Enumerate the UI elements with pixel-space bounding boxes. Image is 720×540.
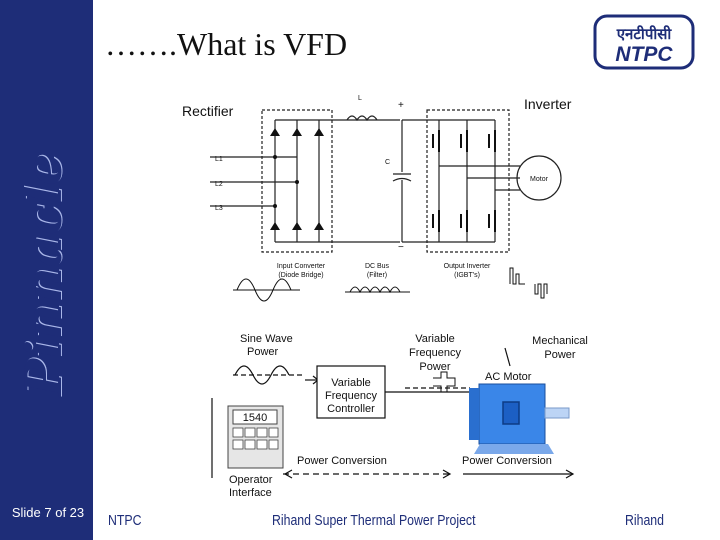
vfc-label-3: Controller bbox=[327, 403, 375, 415]
output-inverter-sublabel: (IGBT's) bbox=[454, 272, 480, 279]
mechanical-power-sublabel: Power bbox=[544, 349, 576, 361]
ac-motor-label: AC Motor bbox=[485, 371, 532, 383]
rectifier-diodes bbox=[270, 128, 324, 230]
operator-interface-label: Operator bbox=[229, 474, 273, 486]
minus-sign: − bbox=[398, 242, 404, 253]
brand-wordmark: Pinnacle bbox=[14, 153, 73, 397]
power-conversion-label-1: Power Conversion bbox=[297, 455, 387, 467]
input-converter-label: Input Converter bbox=[277, 263, 326, 270]
display-value: 1540 bbox=[243, 412, 267, 424]
vfc-label-1: Variable bbox=[331, 377, 371, 389]
variable-frequency-power-label-1: Variable bbox=[415, 333, 455, 345]
plus-sign: + bbox=[398, 100, 404, 111]
line-l3-label: L3 bbox=[215, 205, 223, 212]
footer-left: NTPC bbox=[108, 512, 142, 529]
vfd-diagram: L C + − L1 L2 L3 Motor Input Converter (… bbox=[210, 95, 588, 499]
sine-wave-power-sublabel: Power bbox=[247, 346, 279, 358]
logo-hindi-text: एनटीपीसी bbox=[616, 25, 673, 43]
slide-number: Slide 7 of 23 bbox=[11, 505, 85, 520]
inverter-label: Inverter bbox=[524, 96, 572, 112]
sidebar: Slide 7 of 23 bbox=[0, 0, 93, 540]
footer-center: Rihand Super Thermal Power Project bbox=[272, 512, 476, 529]
ntpc-logo: एनटीपीसी NTPC bbox=[593, 14, 695, 70]
inverter-igbts bbox=[432, 130, 496, 232]
motor-label: Motor bbox=[530, 176, 549, 183]
operator-interface-sublabel: Interface bbox=[229, 487, 272, 499]
line-l2-label: L2 bbox=[215, 181, 223, 188]
sine-wave-power-label: Sine Wave bbox=[240, 333, 293, 345]
vfc-label-2: Frequency bbox=[325, 390, 377, 402]
input-converter-sublabel: (Diode Bridge) bbox=[278, 272, 323, 279]
logo-text: NTPC bbox=[615, 43, 673, 66]
rectifier-label: Rectifier bbox=[182, 103, 234, 119]
circuit-schematic bbox=[210, 109, 562, 253]
inductor-label: L bbox=[358, 95, 362, 102]
waveforms bbox=[233, 267, 548, 302]
footer-right: Rihand bbox=[625, 512, 664, 529]
capacitor-label: C bbox=[385, 159, 390, 166]
line-l1-label: L1 bbox=[215, 156, 223, 163]
dc-bus-label: DC Bus bbox=[365, 263, 390, 270]
slide-title: …….What is VFD bbox=[105, 26, 348, 62]
output-inverter-label: Output Inverter bbox=[444, 263, 491, 270]
mechanical-power-label: Mechanical bbox=[532, 335, 588, 347]
dc-bus-sublabel: (Filter) bbox=[367, 272, 387, 279]
variable-frequency-power-label-3: Power bbox=[419, 361, 451, 373]
block-diagram: Sine Wave Power Variable Frequency Power… bbox=[211, 333, 588, 499]
variable-frequency-power-label-2: Frequency bbox=[409, 347, 461, 359]
power-conversion-label-2: Power Conversion bbox=[462, 455, 552, 467]
